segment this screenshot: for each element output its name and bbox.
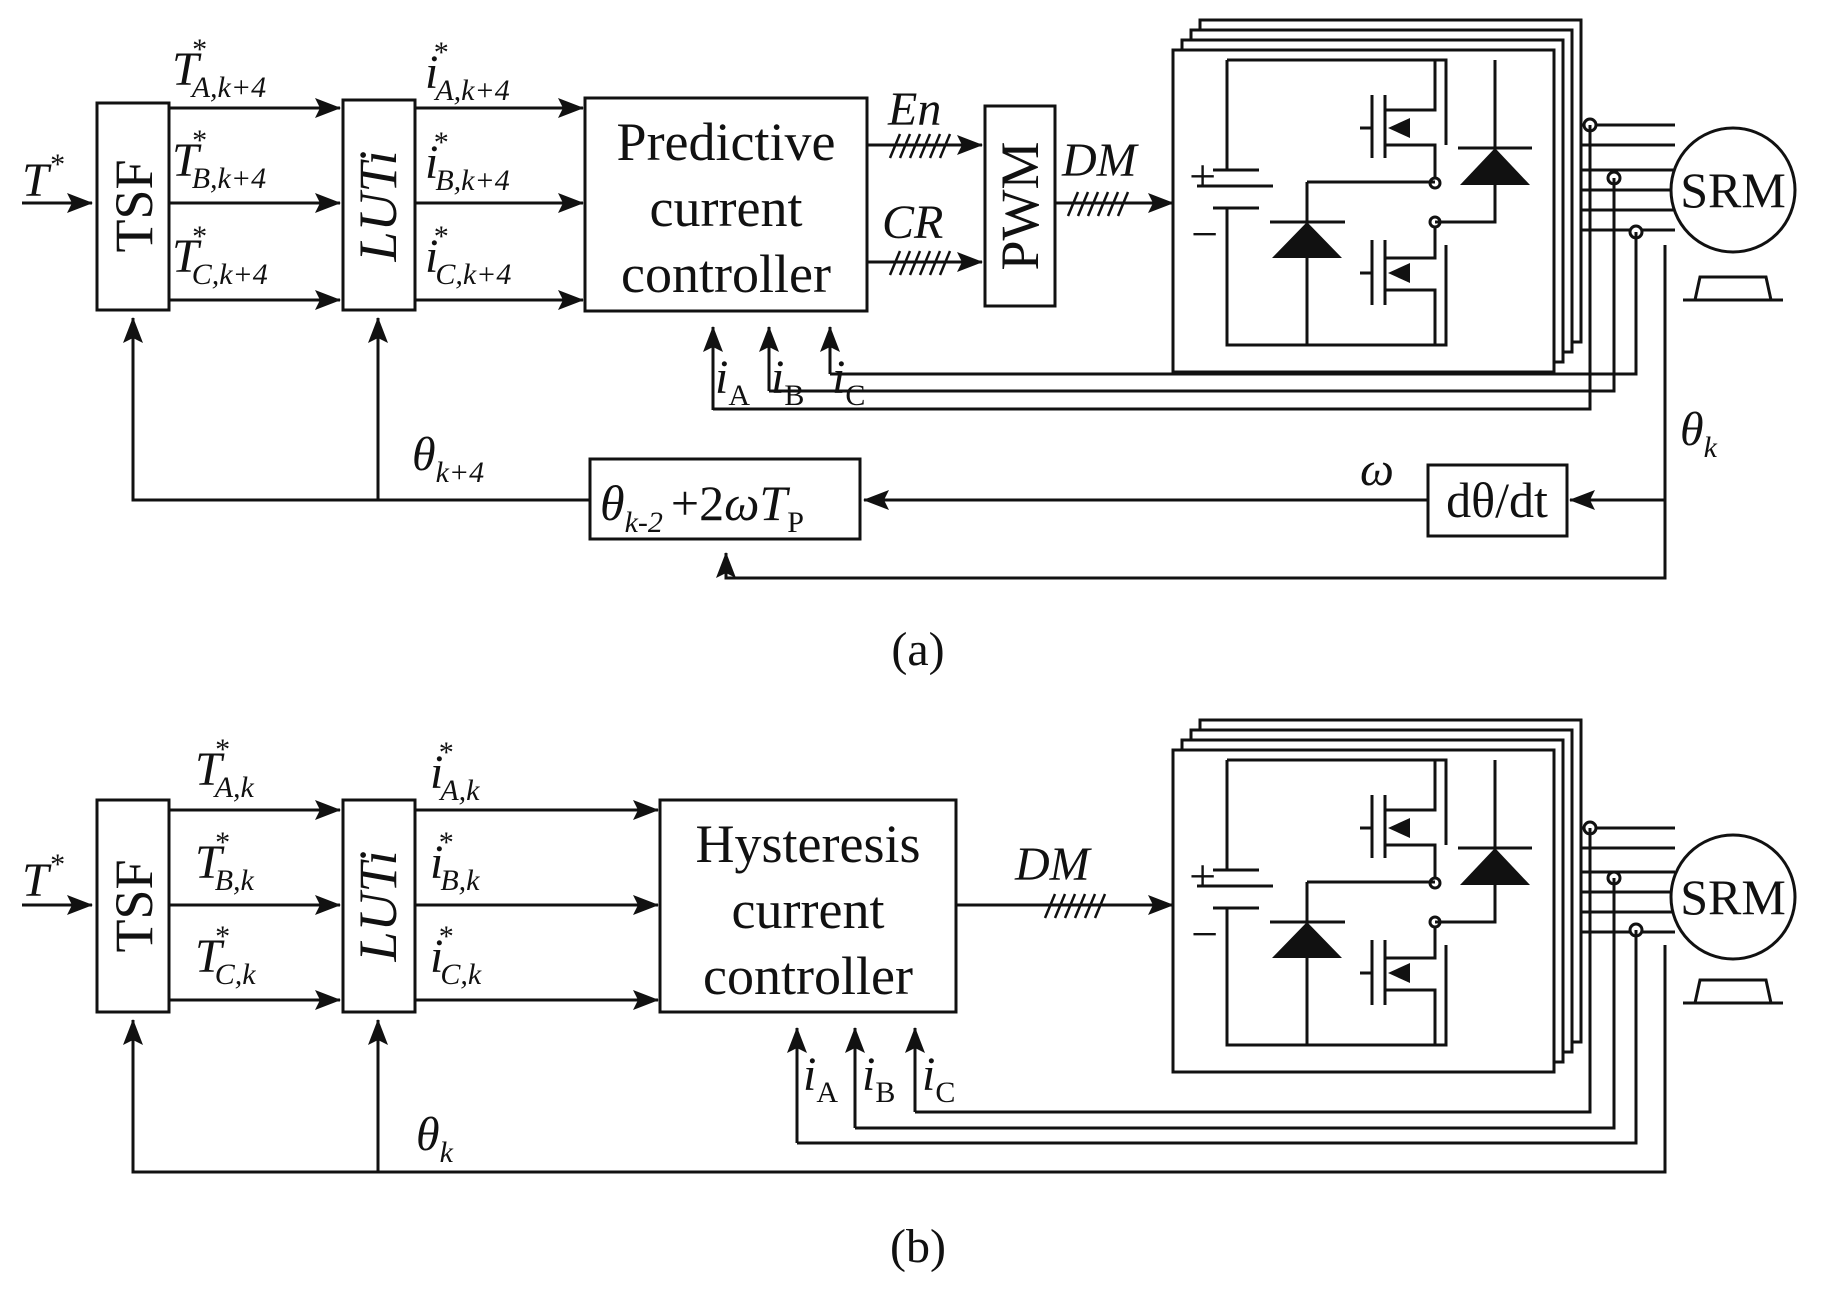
tsf-block-a [95,101,171,312]
theta-pred-label: θk+4 [412,428,484,489]
theta-k-label-b: θk [416,1108,454,1169]
hysteresis-controller-block [658,798,958,1014]
battery-minus-a: − [1188,208,1220,261]
input-torque-label-a: T* [22,148,64,207]
torque-ref-a-label-b: T*A,k [195,733,255,804]
predictive-controller-block [583,96,869,313]
theta-pred-to-tsf-arrow [123,317,590,502]
torque-ref-c-label-b: T*C,k [195,920,256,991]
pwm-block [983,104,1057,308]
tsf-label-a: TSF [104,159,164,252]
dm-bus-hatch-a [1066,191,1130,217]
en-label: En [887,83,941,136]
svg-text:T*: T* [22,848,64,907]
battery-plus-b: + [1186,850,1218,903]
lut-label-a: LUTi [348,150,408,262]
feedback-ia-label-a: iA [715,351,750,412]
controller-line-3-a: controller [621,244,831,304]
current-ref-b-label-a: i*B,k+4 [425,126,510,197]
srm-motor-a: SRM [1669,126,1797,302]
en-bus-hatch [888,133,952,159]
current-ref-a-label-b: i*A,k [430,736,480,807]
dm-label-a: DM [1061,134,1140,187]
dm-bus-hatch-b [1043,893,1107,919]
dm-label-b: DM [1014,838,1093,891]
controller-line-1-a: Predictive [617,112,836,172]
lut-block-a [341,98,417,312]
pwm-label: PWM [990,141,1050,270]
torque-ref-b-label-b: T*B,k [195,826,255,897]
srm-label-a: SRM [1680,162,1786,218]
feedback-ib-label-a: iB [771,351,804,412]
caption-a: (a) [891,623,944,676]
feedback-ic-label-b: iC [922,1048,955,1109]
feedback-ib-label-b: iB [862,1048,895,1109]
current-ref-c-label-a: i*C,k+4 [425,220,511,291]
cr-label: CR [882,196,943,249]
feedback-current-wires-a [713,125,1638,411]
current-ref-c-label-b: i*C,k [430,920,482,991]
srm-label-b: SRM [1680,869,1786,925]
phase-lines-b [1581,820,1675,938]
feedback-current-wires-b [797,828,1638,1145]
input-torque-label-b: T* [22,848,64,907]
panel-b: T* TSF T*A,k T*B,k T*C,k LUTi i*A,k i*B,… [22,718,1797,1273]
torque-ref-a-label-a: T*A,k+4 [172,33,266,104]
derivative-label: dθ/dt [1446,472,1548,528]
svg-text:T*: T* [22,148,64,207]
feedback-ia-label-b: iA [803,1048,838,1109]
lut-label-b: LUTi [348,850,408,962]
controller-line-3-b: controller [703,946,913,1006]
cr-bus-hatch [888,250,952,276]
derivative-block [1426,463,1569,538]
converter-stack-b: + − [1171,718,1583,1074]
torque-ref-b-label-a: T*B,k+4 [172,124,266,195]
feedback-ic-label-a: iC [832,351,865,412]
converter-stack-a: + − [1171,18,1583,374]
theta-k-to-tsf-arrow [123,945,1667,1174]
srm-motor-b: SRM [1669,833,1797,1005]
position-predictor-label: θk-2+2ωTP [600,475,804,539]
torque-ref-c-label-a: T*C,k+4 [172,220,268,291]
omega-label: ω [1360,443,1394,496]
panel-a: T* TSF T*A,k+4 T*B,k+4 T*C,k+4 LUTi i*A,… [22,18,1797,676]
position-predictor-block [588,457,862,541]
current-ref-a-label-a: i*A,k+4 [425,36,510,107]
controller-line-2-a: current [650,178,803,238]
current-ref-b-label-b: i*B,k [430,826,480,897]
caption-b: (b) [890,1220,946,1273]
tsf-block-b [95,798,171,1014]
tsf-label-b: TSF [104,859,164,952]
battery-minus-b: − [1188,908,1220,961]
controller-line-2-b: current [732,880,885,940]
phase-lines-a [1581,117,1675,240]
controller-line-1-b: Hysteresis [696,814,921,874]
battery-plus-a: + [1186,150,1218,203]
lut-block-b [341,798,417,1014]
theta-k-label-a: θk [1680,403,1718,464]
